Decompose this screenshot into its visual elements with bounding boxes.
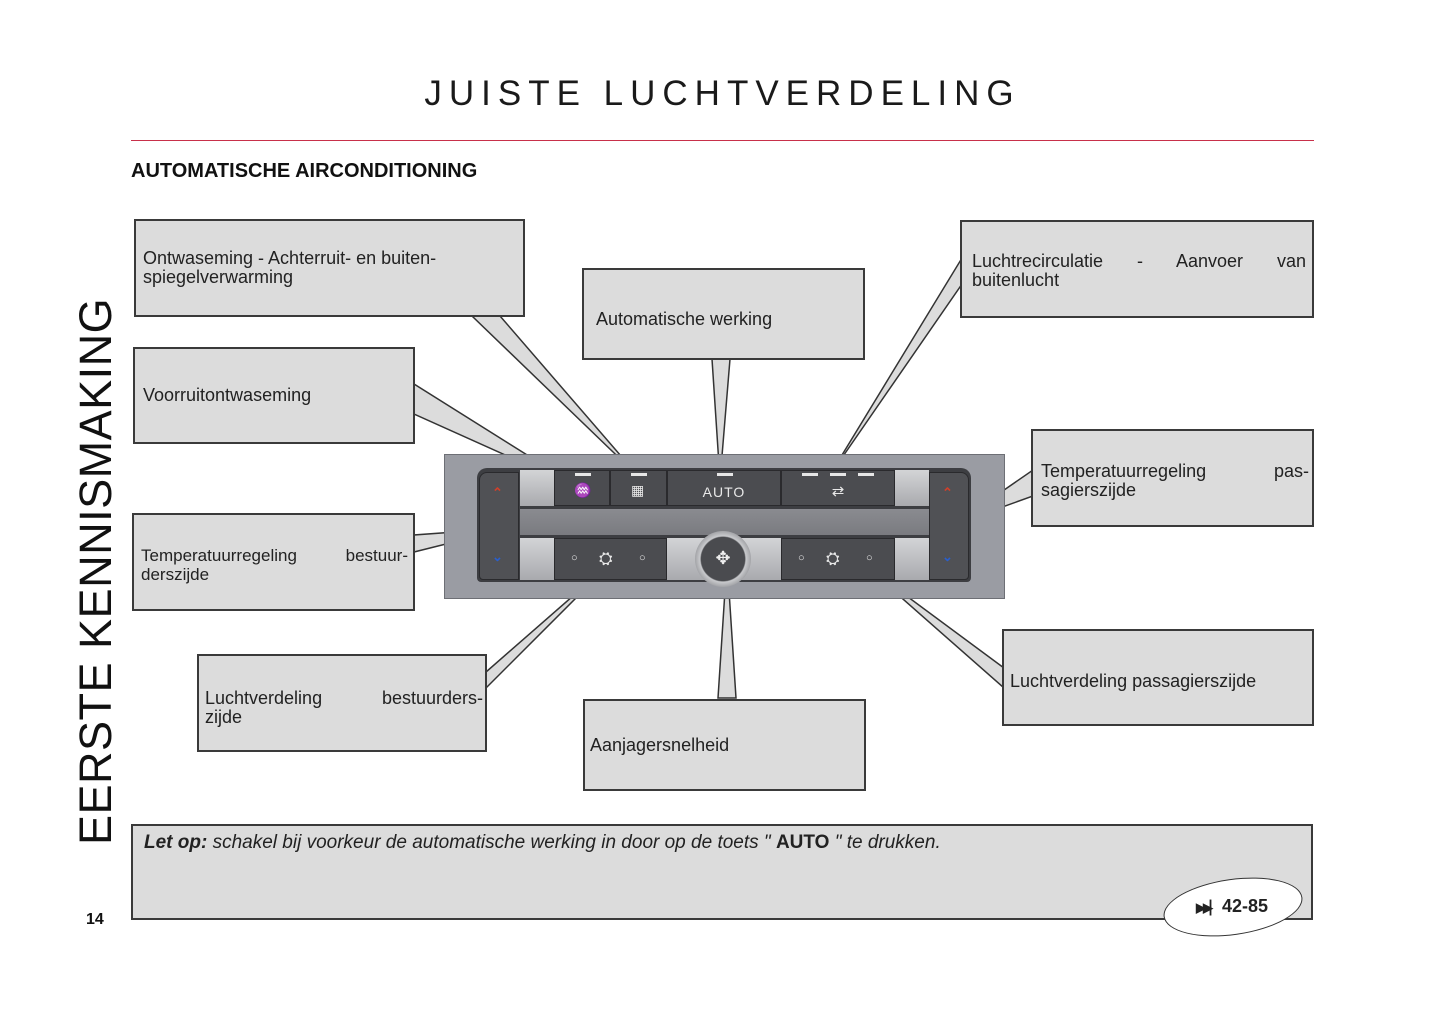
page-reference[interactable]: ▶▶▏ 42-85 — [1196, 896, 1268, 917]
note-text: Let op: schakel bij voorkeur de automati… — [144, 832, 941, 854]
rear-defrost-button[interactable]: ▦ — [610, 470, 667, 506]
mode-dot-icon: ○ — [798, 552, 805, 564]
title-divider — [131, 140, 1314, 141]
panel-trim — [895, 470, 929, 506]
callout-text: Temperatuurregeling pas- — [1041, 461, 1309, 481]
passenger-temp-rocker[interactable]: ⌃ ⌄ — [929, 472, 969, 580]
windscreen-defrost-button[interactable]: ♒ — [554, 470, 610, 506]
note-prefix: Let op: — [144, 832, 208, 853]
passenger-air-distribution-button[interactable]: ○ ⛭ ○ — [781, 538, 895, 580]
callout-text: sagierszijde — [1041, 480, 1137, 500]
driver-temp-rocker[interactable]: ⌃ ⌄ — [479, 472, 519, 580]
indicator-led — [858, 473, 874, 476]
indicator-led — [717, 473, 733, 476]
panel-trim — [520, 470, 554, 506]
indicator-led — [631, 473, 647, 476]
callout-windscreen-defrost: Voorruitontwaseming — [133, 347, 415, 444]
panel-trim — [895, 538, 929, 580]
fan-icon: ✥ — [715, 548, 731, 568]
auto-button-label: AUTO — [702, 484, 746, 500]
windscreen-defrost-icon: ♒ — [574, 482, 592, 498]
driver-air-distribution-button[interactable]: ○ ⛭ ○ — [554, 538, 667, 580]
temp-up-arrow-icon[interactable]: ⌃ — [492, 485, 503, 500]
recirculation-button[interactable]: ⇄ — [781, 470, 895, 506]
reference-pages: 42-85 — [1222, 896, 1269, 916]
callout-text: Luchtverdeling bestuurders- — [205, 688, 483, 708]
note-body: schakel bij voorkeur de automatische wer… — [207, 832, 776, 853]
note-body-end: " te drukken. — [829, 832, 941, 853]
callout-temp-passenger: Temperatuurregeling pas- sagierszijde — [1031, 429, 1314, 527]
mode-dot-icon: ○ — [866, 552, 873, 564]
callout-temp-driver: Temperatuurregeling bestuur- derszijde — [132, 513, 415, 611]
callout-text: buitenlucht — [972, 270, 1060, 290]
panel-display-strip — [520, 509, 929, 535]
mode-dot-icon: ○ — [571, 552, 578, 564]
callout-air-driver: Luchtverdeling bestuurders- zijde — [197, 654, 487, 752]
note-box — [131, 824, 1313, 920]
page-number: 14 — [86, 911, 104, 928]
section-heading: AUTOMATISCHE AIRCONDITIONING — [131, 160, 478, 182]
leader-fan — [717, 559, 737, 699]
callout-recirculation: Luchtrecirculatie - Aanvoer van buitenlu… — [960, 220, 1314, 318]
callout-fan-speed: Aanjagersnelheid — [583, 699, 866, 791]
indicator-led — [575, 473, 591, 476]
callout-text: spiegelverwarming — [143, 267, 294, 287]
panel-trim — [520, 538, 554, 580]
callout-text: Ontwaseming - Achterruit- en buiten- — [143, 248, 437, 268]
temp-down-arrow-icon[interactable]: ⌄ — [492, 549, 503, 564]
fan-speed-knob[interactable]: ✥ — [695, 531, 751, 587]
callout-text: zijde — [205, 707, 243, 727]
skip-forward-icon: ▶▶▏ — [1196, 900, 1220, 915]
callout-rear-defrost: Ontwaseming - Achterruit- en buiten- spi… — [134, 219, 525, 317]
callout-text: derszijde — [141, 565, 210, 584]
callout-text: Luchtverdeling passagierszijde — [1010, 671, 1257, 691]
indicator-led — [830, 473, 846, 476]
seat-airflow-icon: ⛭ — [826, 549, 840, 568]
callout-text: Aanjagersnelheid — [590, 735, 730, 755]
auto-button[interactable]: AUTO — [667, 470, 781, 506]
callout-text: Temperatuurregeling bestuur- — [141, 546, 408, 565]
seat-airflow-icon: ⛭ — [599, 549, 613, 568]
rear-defrost-icon: ▦ — [631, 482, 645, 498]
recirculation-icon: ⇄ — [831, 483, 845, 500]
temp-up-arrow-icon[interactable]: ⌃ — [942, 485, 953, 500]
callout-air-passenger: Luchtverdeling passagierszijde — [1002, 629, 1314, 726]
callout-text: Luchtrecirculatie - Aanvoer van — [972, 251, 1306, 271]
temp-down-arrow-icon[interactable]: ⌄ — [942, 549, 953, 564]
callout-text: Voorruitontwaseming — [143, 385, 312, 405]
note-keyword: AUTO — [775, 832, 830, 853]
mode-dot-icon: ○ — [639, 552, 646, 564]
callout-auto-mode: Automatische werking — [582, 268, 865, 360]
page-title: JUISTE LUCHTVERDELING — [424, 74, 1021, 113]
callout-text: Automatische werking — [596, 309, 773, 329]
indicator-led — [802, 473, 818, 476]
